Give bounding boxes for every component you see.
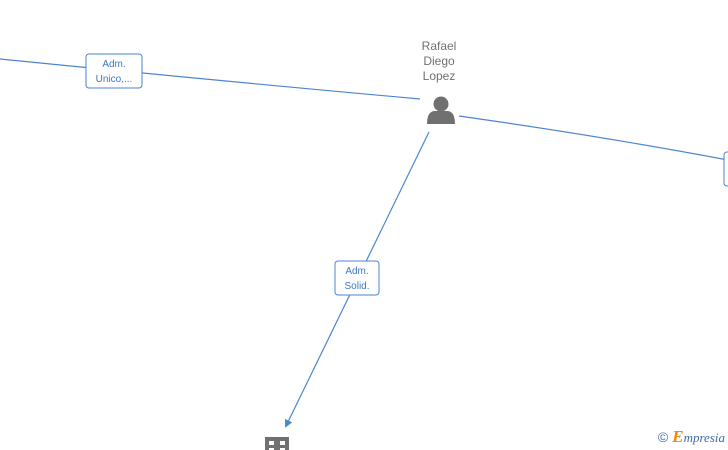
edge-label-line: Adm. xyxy=(102,59,125,70)
offscreen-node-box[interactable] xyxy=(723,151,728,187)
brand-logo: Empresia xyxy=(672,427,725,447)
copyright-icon: © xyxy=(657,429,669,445)
person-icon[interactable] xyxy=(427,96,455,125)
person-name-line: Rafael xyxy=(421,39,457,53)
brand-rest: mpresia xyxy=(683,430,725,445)
edge-label-line: Adm. xyxy=(345,266,368,277)
edge-left-to-person xyxy=(0,58,421,100)
edge-label-adm-solid[interactable]: Adm. Solid. xyxy=(334,260,380,296)
person-name-line: Lopez xyxy=(422,69,456,83)
edge-person-to-right xyxy=(458,115,728,161)
edge-label-adm-unico[interactable]: Adm. Unico,... xyxy=(85,53,143,89)
person-name[interactable]: Rafael Diego Lopez xyxy=(400,39,478,84)
edge-label-line: Unico,... xyxy=(96,74,133,85)
edge-label-line: Solid. xyxy=(344,281,369,292)
person-name-line: Diego xyxy=(423,54,455,68)
building-icon[interactable] xyxy=(265,437,289,450)
brand-initial: E xyxy=(672,427,684,446)
empresia-watermark: © Empresia xyxy=(658,427,725,447)
